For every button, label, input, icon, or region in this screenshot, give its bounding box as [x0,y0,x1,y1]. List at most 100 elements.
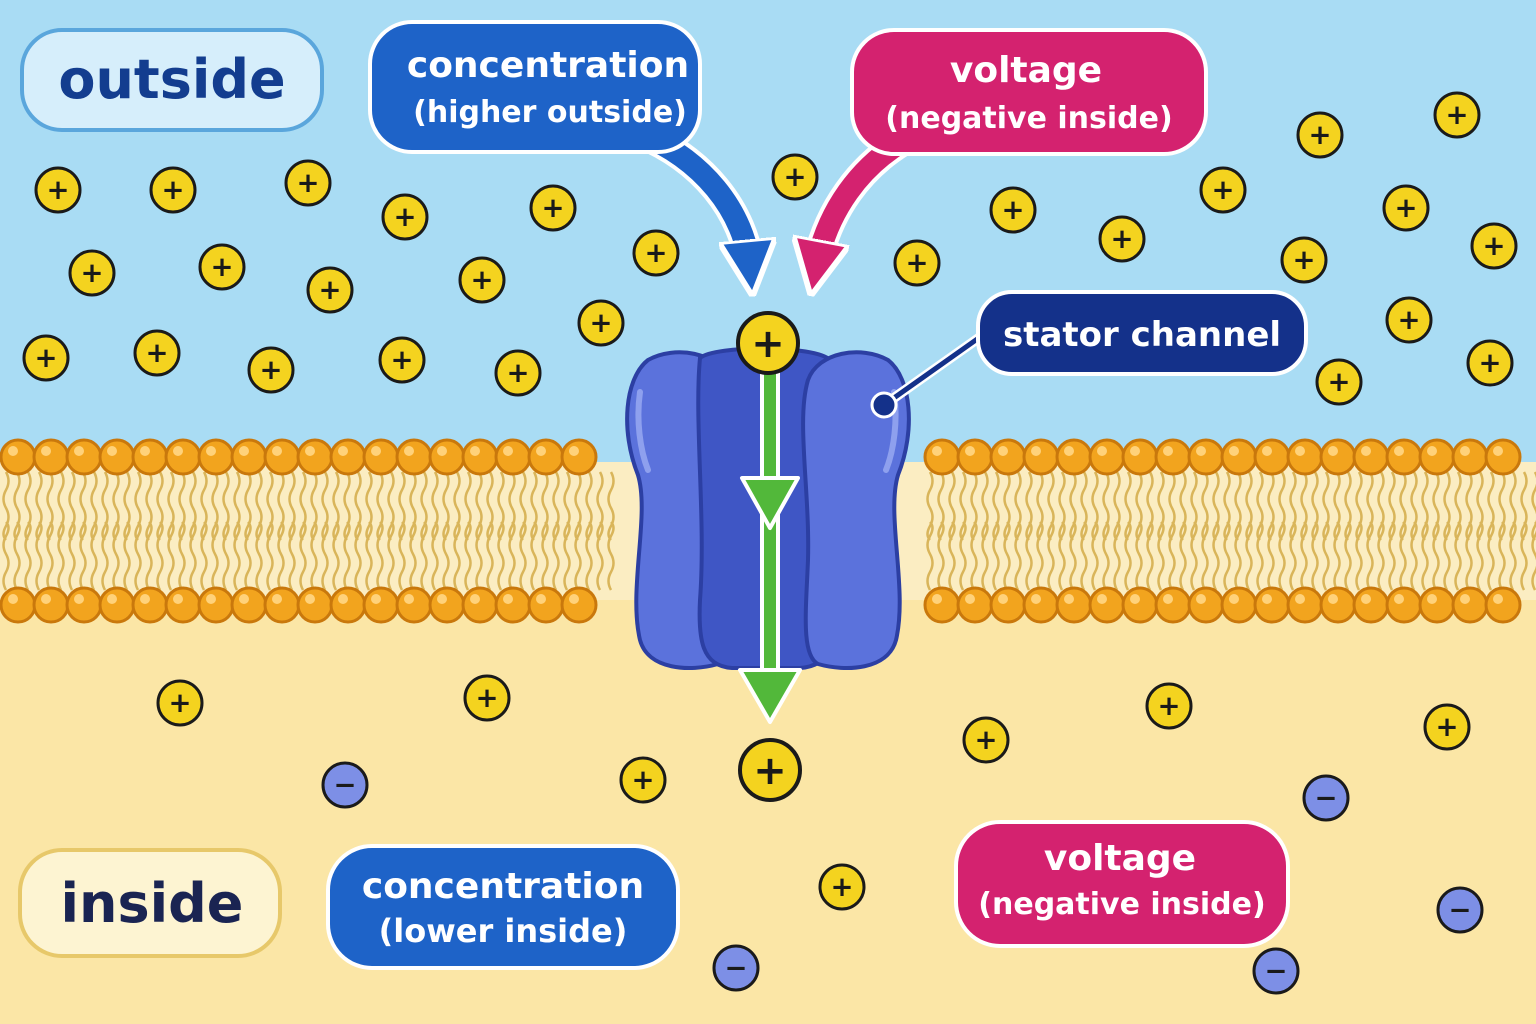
lipid-tail [1432,471,1440,541]
lipid-tail [277,521,285,591]
ion-sign: − [1264,955,1287,987]
lipid-head [1286,586,1324,624]
lipid-head [1451,586,1489,624]
lipid-head [0,586,37,624]
lipid-head [1418,586,1456,624]
lipid-head-shine [371,594,381,604]
lipid-tail [541,521,549,591]
lipid-tail [398,521,406,591]
lipid-head [923,586,961,624]
entering-ion-body [736,311,800,375]
lipid-head-shine [503,594,513,604]
lipid-head-shine [1097,446,1107,456]
ion-sign: + [1157,690,1180,722]
lipid-tail [244,471,252,541]
lipid-head-shine [1262,594,1272,604]
ion-sign: − [1448,894,1471,926]
lipid-tail [1201,471,1209,541]
lipid-tail [1300,471,1308,541]
lipid-tail [1388,521,1396,591]
lipid-tail [959,521,967,591]
lipid-tail [1245,521,1253,591]
lipid-tail [1421,471,1429,541]
lipid-head-shine [272,446,282,456]
lipid-head-shine [404,594,414,604]
lipid-tail [1058,471,1066,541]
positive-ion: + [149,166,197,214]
lipid-head-shine [1064,594,1074,604]
lipid-head [1187,438,1225,476]
lipid-tail [35,521,43,591]
lipid-tail [1212,471,1220,541]
lipid-head [1319,586,1357,624]
ion-body [1280,236,1328,284]
lipid-tail [1234,471,1242,541]
stator-leader-line [881,327,993,408]
lipid-tail [178,471,186,541]
lipid-head [230,586,268,624]
lipid-tail [178,521,186,591]
lipid-head [1484,438,1522,476]
positive-ion: + [1199,166,1247,214]
lipid-head [428,586,466,624]
lipid-tail [266,471,274,541]
lipid-head-shine [404,446,414,456]
voltage-inside-box [954,820,1290,948]
lipid-head-shine [1295,594,1305,604]
entering-ion-sign: + [751,321,785,367]
lipid-tail [1146,521,1154,591]
positive-ion: + [284,159,332,207]
lipid-tail [167,471,175,541]
lipid-tail [1069,471,1077,541]
positive-ion: + [247,346,295,394]
lipid-head [65,586,103,624]
lipid-tail [1168,471,1176,541]
lipid-tail [1124,521,1132,591]
ion-sign: − [1314,782,1337,814]
lipid-head-shine [1493,446,1503,456]
ion-sign: + [1327,366,1350,398]
lipid-tail [981,521,989,591]
positive-ion: + [619,756,667,804]
lipid-head [1088,586,1126,624]
lipid-head-shine [173,594,183,604]
lipid-heads-outer [0,438,1522,476]
lipid-head-shine [74,446,84,456]
lipid-tail [464,471,472,541]
positive-ion: + [463,674,511,722]
stator-channel-callout: stator channel [870,290,1308,419]
lipid-tail [1245,471,1253,541]
ion-body [1423,703,1471,751]
ion-body [1382,184,1430,232]
ion-body [22,334,70,382]
lipid-head [362,586,400,624]
lipid-tail [464,521,472,591]
lipid-tail [992,471,1000,541]
lipid-tail [431,471,439,541]
positive-ion: + [381,193,429,241]
lipid-head-shine [536,594,546,604]
lipid-tail [1223,521,1231,591]
positive-ion: + [962,716,1010,764]
lipid-tail [332,521,340,591]
lipid-tail [1300,521,1308,591]
positive-ion: + [1433,91,1481,139]
lipid-head [1286,438,1324,476]
ion-body [1433,91,1481,139]
lipid-tail [145,471,153,541]
lipid-head [1352,438,1390,476]
lipid-tail [1399,471,1407,541]
lipid-tail [1531,521,1536,591]
lipid-tail [1047,471,1055,541]
ion-sign: + [34,342,57,374]
lipid-tail [1476,471,1484,541]
lipid-head [1253,586,1291,624]
lipid-tail [101,471,109,541]
lipid-tail [68,471,76,541]
lipid-head-shine [569,446,579,456]
ion-body [962,716,1010,764]
lipid-tail [1102,521,1110,591]
positive-ion: + [1382,184,1430,232]
lipid-tail [519,521,527,591]
lipid-tail [255,471,263,541]
